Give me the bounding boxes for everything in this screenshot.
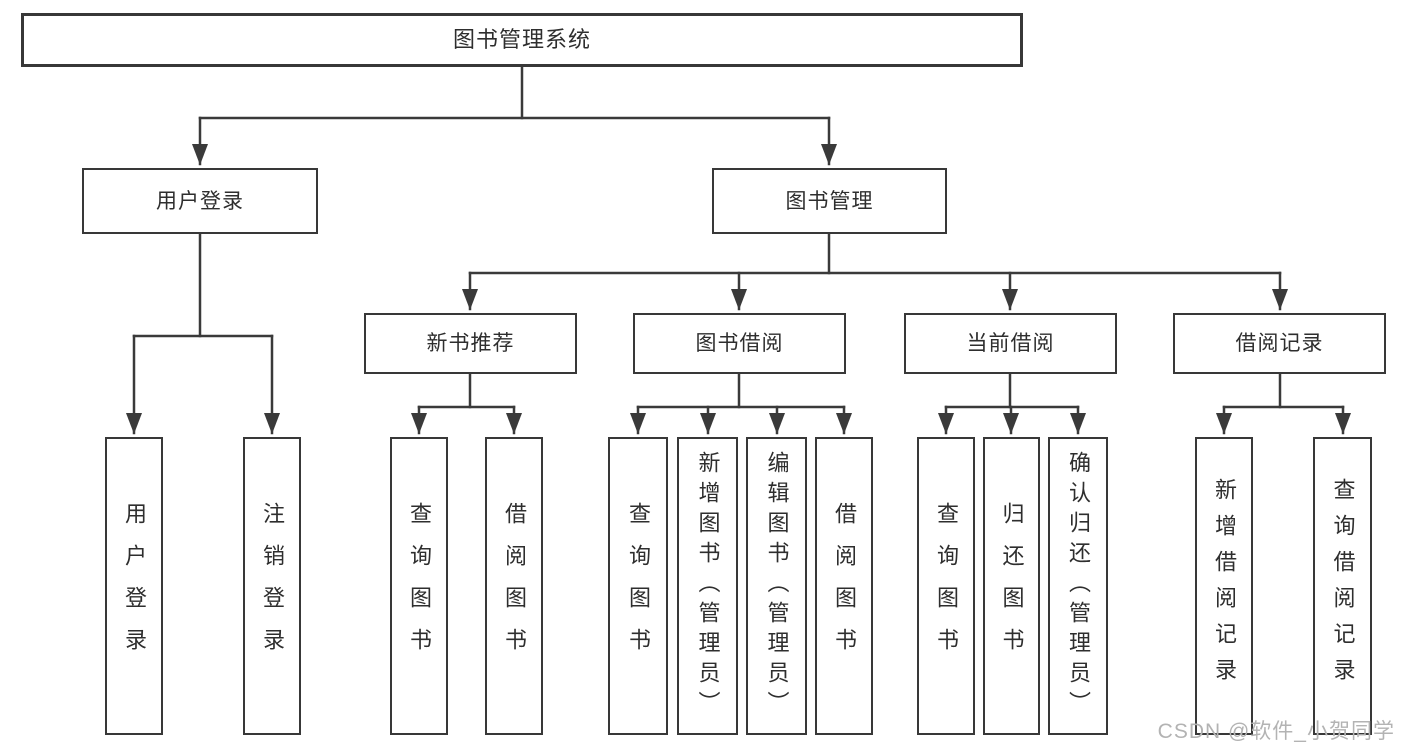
node-borrow-records: 借阅记录 <box>1173 313 1386 374</box>
leaf-borrow-books: 借阅图书 <box>815 437 873 735</box>
node-new-book-recommend: 新书推荐 <box>364 313 577 374</box>
csdn-watermark: CSDN @软件_小贺同学 <box>1157 720 1395 743</box>
leaf-user-login: 用户登录 <box>105 437 163 735</box>
node-book-management: 图书管理 <box>712 168 947 234</box>
node-root: 图书管理系统 <box>21 13 1023 67</box>
leaf-edit-book-admin: 编辑图书（管理员） <box>746 437 807 735</box>
leaf-query-borrow-record: 查询借阅记录 <box>1313 437 1372 735</box>
leaf-query-books-current: 查询图书 <box>917 437 975 735</box>
leaf-add-borrow-record: 新增借阅记录 <box>1195 437 1253 735</box>
leaf-borrow-books-recommend: 借阅图书 <box>485 437 543 735</box>
leaf-confirm-return-admin: 确认归还（管理员） <box>1048 437 1108 735</box>
node-user-login-module: 用户登录 <box>82 168 318 234</box>
node-current-borrowing: 当前借阅 <box>904 313 1117 374</box>
node-book-borrowing: 图书借阅 <box>633 313 846 374</box>
leaf-add-book-admin: 新增图书（管理员） <box>677 437 738 735</box>
leaf-logout: 注销登录 <box>243 437 301 735</box>
leaf-return-book: 归还图书 <box>983 437 1040 735</box>
leaf-query-books-borrow: 查询图书 <box>608 437 668 735</box>
leaf-query-books-recommend: 查询图书 <box>390 437 448 735</box>
